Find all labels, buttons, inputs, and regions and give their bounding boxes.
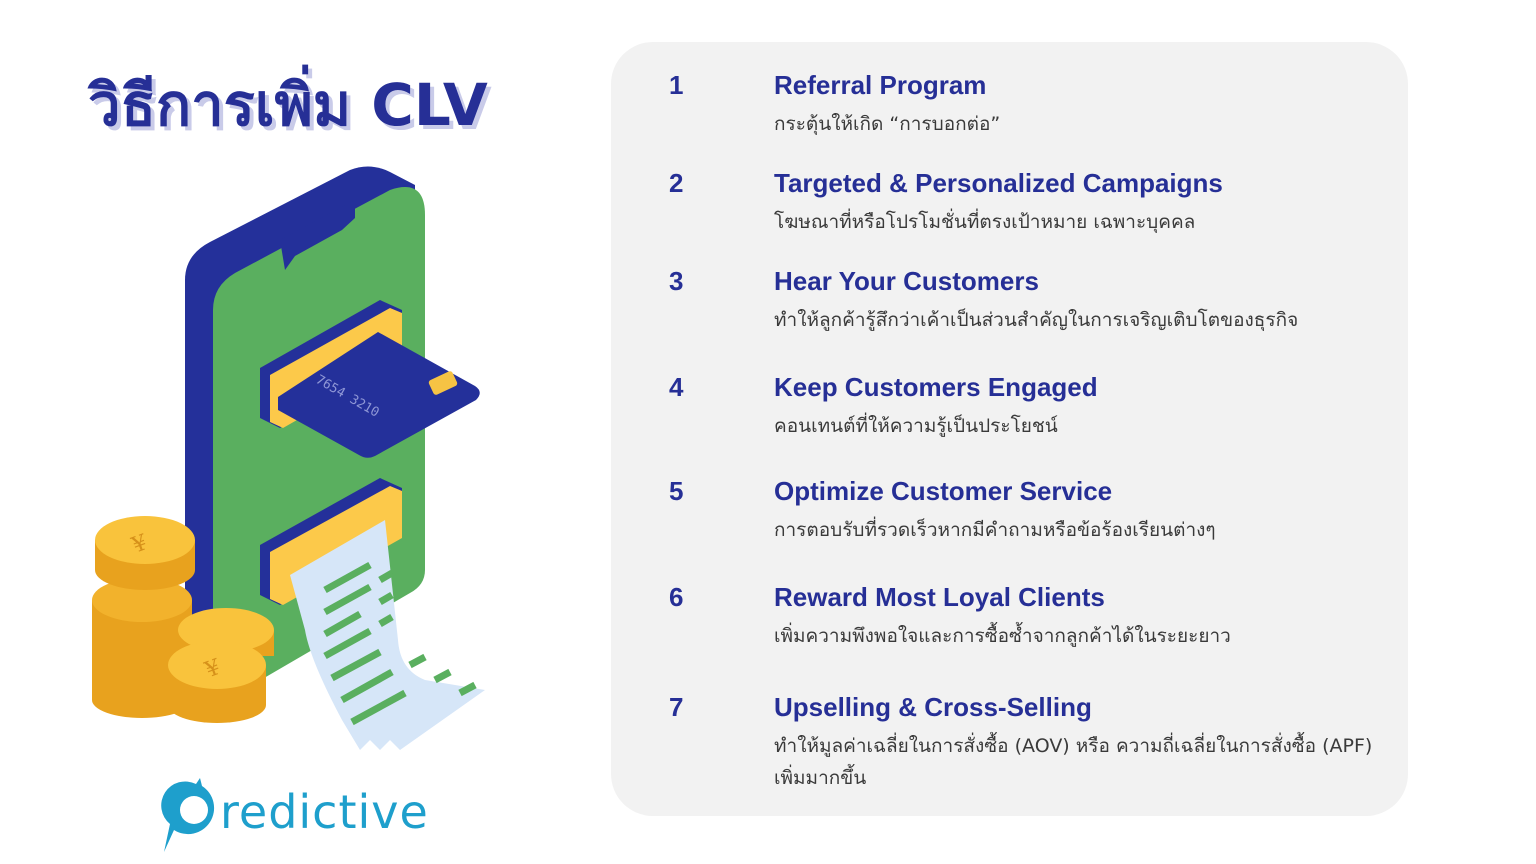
item-number: 4 (669, 372, 684, 402)
coin-stack-left: ¥ (92, 516, 195, 718)
coin-stack-right: ¥ (168, 608, 274, 723)
payment-illustration: 7654 3210 ¥ (80, 160, 510, 770)
item-description: ทำให้ลูกค้ารู้สึกว่าเค้าเป็นส่วนสำคัญในก… (774, 309, 1299, 331)
item-title: Reward Most Loyal Clients (774, 582, 1105, 612)
item-title: Referral Program (774, 70, 987, 100)
item-number: 5 (669, 476, 684, 506)
page-title: วิธีการเพิ่ม CLV (88, 71, 488, 139)
item-title: Targeted & Personalized Campaigns (774, 168, 1223, 198)
item-title: Keep Customers Engaged (774, 372, 1098, 402)
predictive-logo: redictive (160, 778, 460, 854)
item-number: 6 (669, 582, 684, 612)
item-description: การตอบรับที่รวดเร็วหากมีคำถามหรือข้อร้อง… (774, 519, 1216, 541)
item-number: 3 (669, 266, 684, 296)
item-title: Hear Your Customers (774, 266, 1039, 296)
item-description: ทำให้มูลค่าเฉลี่ยในการสั่งซื้อ (AOV) หรื… (774, 735, 1373, 789)
item-title: Optimize Customer Service (774, 476, 1113, 506)
item-description: เพิ่มความพึงพอใจและการซื้อซ้ำจากลูกค้าได… (774, 625, 1231, 647)
phone-payment-illustration: 7654 3210 ¥ (92, 166, 485, 750)
item-title: Upselling & Cross-Selling (774, 692, 1092, 722)
item-description: กระตุ้นให้เกิด “การบอกต่อ” (774, 113, 1001, 135)
clv-methods-panel: 1 Referral Program กระตุ้นให้เกิด “การบอ… (611, 42, 1408, 816)
item-number: 7 (669, 692, 684, 722)
item-description: คอนเทนต์ที่ให้ความรู้เป็นประโยชน์ (774, 415, 1058, 437)
item-number: 2 (669, 168, 684, 198)
item-number: 1 (669, 70, 684, 100)
item-description: โฆษณาที่หรือโปรโมชั่นที่ตรงเป้าหมาย เฉพา… (774, 211, 1196, 233)
logo-text: redictive (220, 785, 429, 839)
logo-p-pin-icon (161, 778, 215, 852)
